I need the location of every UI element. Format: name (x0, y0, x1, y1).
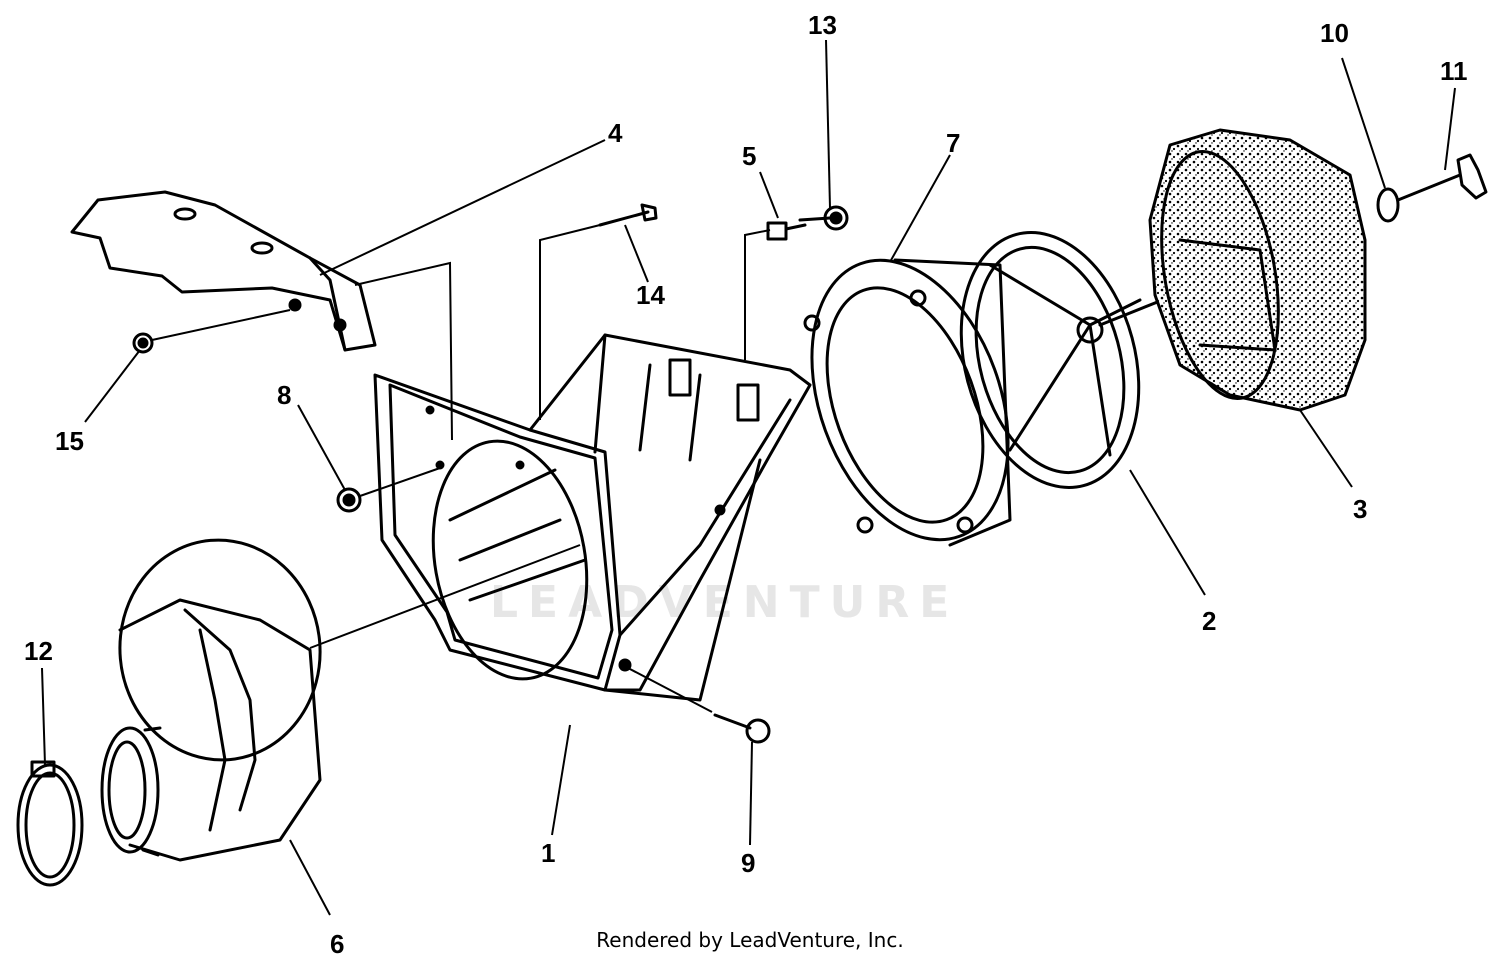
leader-5b (744, 229, 771, 360)
part-4-bracket (70, 190, 377, 352)
part-15-nut (132, 332, 154, 354)
leader-9 (749, 741, 753, 846)
leader-6b (309, 544, 581, 649)
leader-13 (825, 39, 831, 209)
part-11-wing-bolt (1396, 153, 1488, 202)
part-6-elbow-outlet (100, 538, 322, 862)
part-9-screw (713, 713, 771, 744)
callout-7: 7 (946, 128, 960, 158)
part-5-screw (766, 221, 807, 241)
part-12-hose-clamp (16, 760, 84, 887)
leader-10 (1341, 57, 1386, 189)
leader-11 (1444, 87, 1456, 171)
leader-lines (41, 39, 1456, 916)
leader-15b (151, 309, 291, 341)
callout-10: 10 (1320, 18, 1349, 48)
callout-13: 13 (808, 10, 837, 40)
callout-5: 5 (742, 141, 756, 171)
credit-line: Rendered by LeadVenture, Inc. (596, 928, 904, 952)
part-1-blower-housing (373, 333, 812, 702)
callout-6: 6 (330, 929, 344, 959)
part-3-filter (1148, 128, 1367, 412)
callout-15: 15 (55, 426, 84, 456)
leader-7 (889, 154, 951, 263)
leader-14 (624, 224, 649, 283)
leader-2 (1129, 469, 1206, 596)
leader-4 (319, 139, 606, 276)
callout-3: 3 (1353, 494, 1367, 524)
callout-8: 8 (277, 380, 291, 410)
part-2-support-frame (959, 231, 1177, 489)
leader-15 (84, 349, 141, 423)
part-10-washer (1376, 187, 1400, 223)
callout-2: 2 (1202, 606, 1216, 636)
callout-labels: 1 2 3 4 5 6 7 8 9 10 11 12 13 14 15 (24, 10, 1468, 959)
part-13-bolt (798, 205, 849, 231)
part-7-gasket (803, 258, 1012, 547)
leader-8b (359, 467, 441, 497)
callout-1: 1 (541, 838, 555, 868)
leader-5 (759, 171, 779, 219)
leader-4b (354, 261, 453, 441)
callout-4: 4 (608, 118, 623, 148)
leader-6 (289, 839, 331, 916)
callout-11: 11 (1440, 56, 1468, 86)
leader-8 (297, 404, 346, 491)
callout-14: 14 (636, 280, 665, 310)
leader-14b (539, 224, 601, 420)
leader-9b (627, 667, 713, 713)
leader-3 (1299, 409, 1353, 488)
callout-12: 12 (24, 636, 53, 666)
leader-1 (551, 724, 571, 836)
callout-9: 9 (741, 848, 755, 878)
leader-12 (41, 667, 46, 766)
part-8-nut (336, 487, 362, 513)
part-14-screw (598, 203, 658, 227)
